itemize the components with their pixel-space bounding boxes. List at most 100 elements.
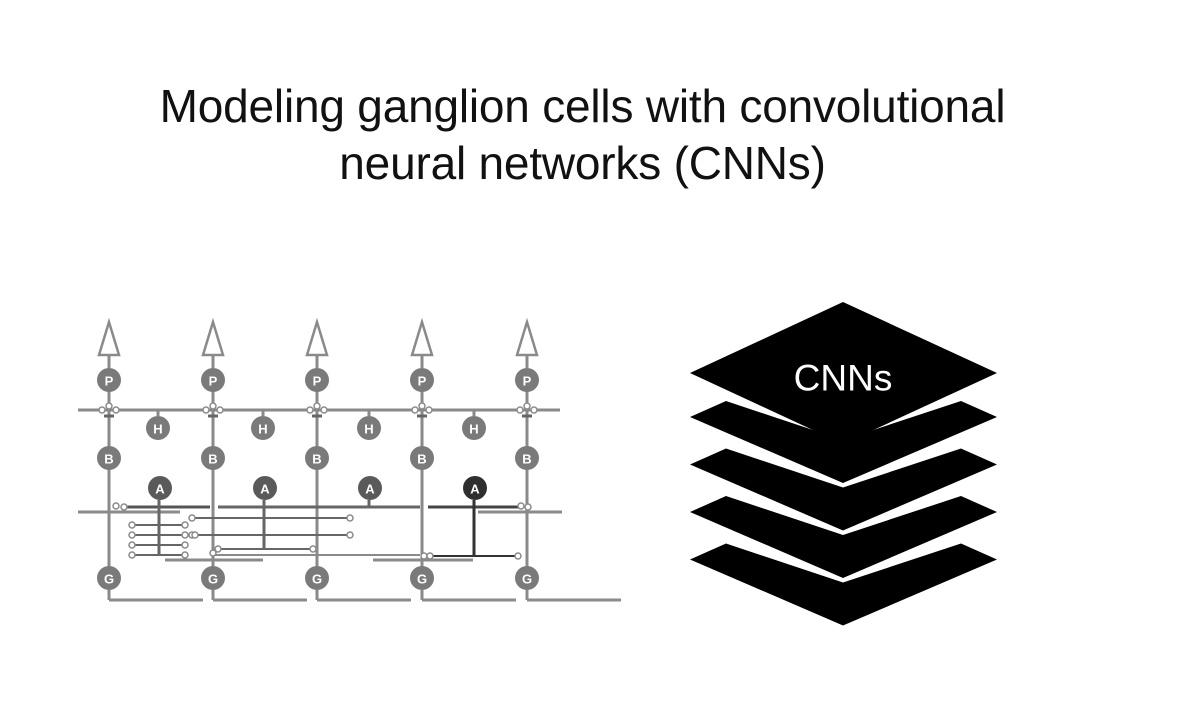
ganglion-cell: G <box>515 566 539 590</box>
bipolar-cell-label: B <box>312 452 321 467</box>
photoreceptor-cell-body <box>201 368 225 392</box>
synapse-dot <box>516 406 524 414</box>
photoreceptor-cell-label: P <box>209 374 218 389</box>
photoreceptor-cell: P <box>515 368 539 392</box>
synapse-dot <box>128 541 136 549</box>
cnn-layer-5 <box>690 543 997 626</box>
ganglion-cell-label: G <box>208 572 218 587</box>
horizontal-cell: H <box>462 416 486 440</box>
horizontal-cell: H <box>251 416 275 440</box>
ganglion-cell-label: G <box>312 572 322 587</box>
ganglion-cell-label: G <box>417 572 427 587</box>
photoreceptor-cell-label: P <box>313 374 322 389</box>
synapse-dot <box>346 531 354 539</box>
photoreceptor-cell: P <box>201 368 225 392</box>
title-line-2: neural networks (CNNs) <box>339 137 826 189</box>
photoreceptor-cell-body <box>410 368 434 392</box>
cnn-label: CNNs <box>794 358 893 399</box>
amacrine-cell-label: A <box>365 482 375 497</box>
synapse-dot <box>216 406 224 414</box>
synapse-dot <box>105 402 113 410</box>
bipolar-cell: B <box>97 446 121 470</box>
bipolar-cell-body <box>305 446 329 470</box>
synapse-dot <box>346 514 354 522</box>
synapse-dot <box>425 406 433 414</box>
horizontal-cell: H <box>146 416 170 440</box>
synapse-dot <box>320 406 328 414</box>
cnn-layer-top <box>690 302 997 444</box>
synapse-dot <box>188 514 196 522</box>
synapse-dot <box>523 402 531 410</box>
synapse-dot <box>128 531 136 539</box>
synapse-dot <box>181 541 189 549</box>
horizontal-cell-body <box>146 416 170 440</box>
ganglion-cell-body <box>201 566 225 590</box>
ganglion-cell-label: G <box>522 572 532 587</box>
photoreceptor-cell: P <box>410 368 434 392</box>
synapse-dot <box>306 406 314 414</box>
horizontal-cell-label: H <box>153 422 162 437</box>
slide-title: Modeling ganglion cells with convolution… <box>0 78 1165 192</box>
bipolar-cell-body <box>410 446 434 470</box>
synapse-dot <box>120 503 128 511</box>
bipolar-cell: B <box>410 446 434 470</box>
cnn-layer-2 <box>690 401 997 483</box>
horizontal-cell-label: H <box>364 422 373 437</box>
synapse-dot <box>313 402 321 410</box>
bipolar-cell: B <box>305 446 329 470</box>
synapse-dot <box>128 521 136 529</box>
bipolar-cell-body <box>515 446 539 470</box>
bipolar-cell-label: B <box>417 452 426 467</box>
amacrine-cell-body <box>253 476 277 500</box>
synapse-dot <box>128 551 136 559</box>
synapse-dot <box>426 552 434 560</box>
ganglion-cell: G <box>410 566 434 590</box>
photoreceptor-cell-label: P <box>105 374 114 389</box>
amacrine-cell-body <box>148 476 172 500</box>
amacrine-cell-body <box>463 476 487 500</box>
bipolar-cell-label: B <box>522 452 531 467</box>
amacrine-cell-label: A <box>260 482 270 497</box>
synapse-dot <box>112 406 120 414</box>
retina-wires <box>78 317 621 602</box>
synapse-dot <box>98 406 106 414</box>
synapse-dot <box>514 552 522 560</box>
horizontal-cell-label: H <box>258 422 267 437</box>
synapse-dot <box>418 402 426 410</box>
amacrine-cell: A <box>253 476 277 500</box>
synapse-dot <box>209 549 217 557</box>
synapse-dot <box>411 406 419 414</box>
photoreceptor-cell-label: P <box>523 374 532 389</box>
ganglion-cell-body <box>410 566 434 590</box>
bipolar-cell-body <box>201 446 225 470</box>
amacrine-cell-body <box>358 476 382 500</box>
horizontal-cell-body <box>462 416 486 440</box>
amacrine-cell: A <box>463 476 487 500</box>
horizontal-cell-body <box>251 416 275 440</box>
cnn-layer-3 <box>690 448 997 531</box>
photoreceptor-cell-body <box>305 368 329 392</box>
bipolar-cell: B <box>515 446 539 470</box>
ganglion-cell: G <box>97 566 121 590</box>
photoreceptor-cell-body <box>97 368 121 392</box>
horizontal-cell: H <box>357 416 381 440</box>
synapse-dot <box>530 406 538 414</box>
synapse-dot <box>524 503 532 511</box>
cnn-layers <box>690 302 997 626</box>
bipolar-cell-label: B <box>104 452 113 467</box>
amacrine-cell: A <box>358 476 382 500</box>
photoreceptor-cell-label: P <box>418 374 427 389</box>
bipolar-cell-body <box>97 446 121 470</box>
photoreceptor-cell: P <box>97 368 121 392</box>
ganglion-cell-body <box>305 566 329 590</box>
synapse-dot <box>191 531 199 539</box>
synapse-dot <box>214 545 222 553</box>
horizontal-cell-body <box>357 416 381 440</box>
synapse-dot <box>181 521 189 529</box>
synapse-dot <box>202 406 210 414</box>
ganglion-cell: G <box>305 566 329 590</box>
amacrine-cell-label: A <box>155 482 165 497</box>
cnn-layer-4 <box>690 496 997 578</box>
